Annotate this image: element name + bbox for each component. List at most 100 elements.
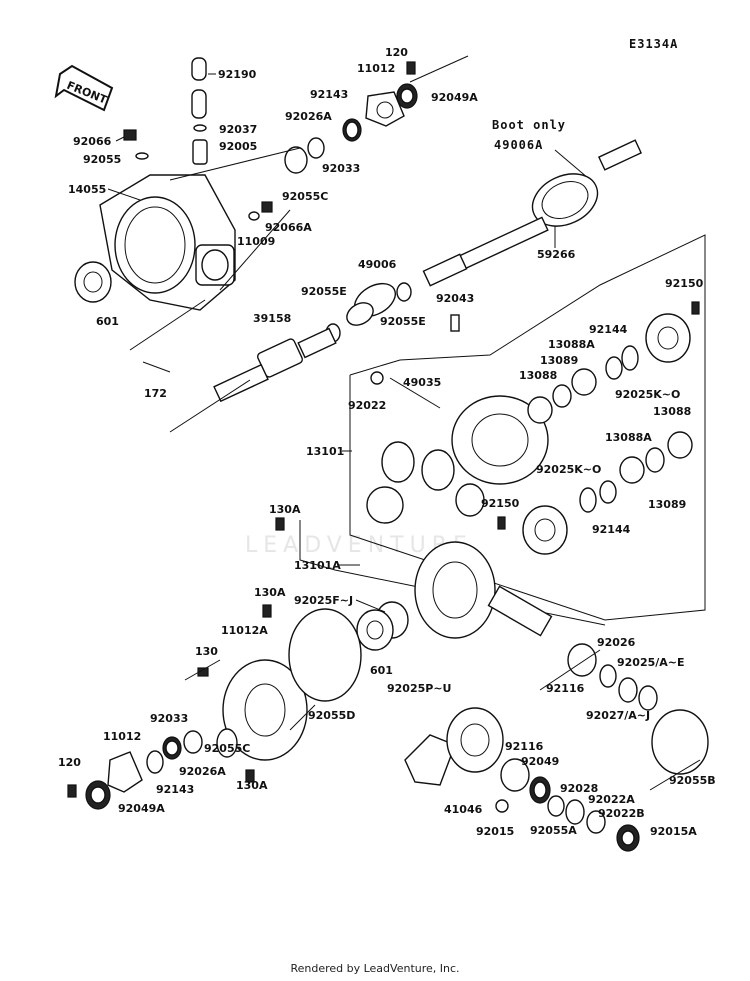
label-92144-1: 92144 [589, 323, 628, 336]
label-49035: 49035 [403, 376, 441, 389]
part-labels: 92190 92037 92005 92066 92055 14055 601 … [58, 46, 716, 838]
boot-note-line1: Boot only [492, 118, 566, 132]
label-92025F-J: 92025F~J [294, 594, 353, 607]
cv-joint-group [142, 282, 412, 433]
plug-92066-icon [123, 129, 137, 141]
plug-92066a-icon [261, 201, 273, 213]
label-130A-3: 130A [236, 779, 268, 792]
stud-172-icon [142, 361, 171, 373]
bearing-92116-icon [500, 758, 530, 792]
label-120: 120 [385, 46, 408, 59]
label-13089-2: 13089 [648, 498, 686, 511]
boot-note-line2: 49006A [494, 138, 543, 152]
shim-92025-icon [638, 685, 658, 711]
label-130A-1: 130A [269, 503, 301, 516]
label-92190: 92190 [218, 68, 257, 81]
bolt-120-icon [67, 784, 77, 798]
bolt-130a-icon [245, 769, 255, 783]
gear-icon [381, 441, 415, 483]
washer-13088-icon [667, 431, 693, 459]
label-92026: 92026 [597, 636, 636, 649]
label-49006: 49006 [358, 258, 397, 271]
label-92015A: 92015A [650, 825, 697, 838]
label-92049A-2: 92049A [118, 802, 165, 815]
label-92143-2: 92143 [156, 783, 194, 796]
washer-13088a-icon [571, 368, 597, 396]
ring-gear-group [299, 520, 606, 651]
label-130A-2: 130A [254, 586, 286, 599]
label-13101: 13101 [306, 445, 344, 458]
label-92066A: 92066A [265, 221, 312, 234]
label-92055: 92055 [83, 153, 121, 166]
shim-92026a-icon [307, 137, 325, 159]
washer-92144-icon [599, 480, 617, 504]
label-92055E-2: 92055E [380, 315, 426, 328]
shim-92025-icon [579, 487, 597, 513]
o-ring-92055c-icon [284, 146, 308, 174]
label-92055C-2: 92055C [204, 742, 250, 755]
label-11012: 11012 [357, 62, 395, 75]
label-39158: 39158 [253, 312, 291, 325]
diagram-code: E3134A [629, 37, 678, 51]
o-ring-92055c-icon [216, 728, 238, 758]
washer-13088-icon [527, 396, 553, 424]
label-92144-2: 92144 [592, 523, 631, 536]
collar-92028-icon [565, 799, 585, 825]
washer-13089-icon [552, 384, 572, 408]
front-arrow-icon: FRONT [54, 64, 114, 112]
pin-92190-icon [191, 57, 207, 81]
washer-92143-icon [146, 750, 164, 774]
label-92049: 92049 [521, 755, 559, 768]
housing-icon [446, 707, 504, 773]
o-ring-92037-icon [193, 124, 207, 132]
label-92055E-1: 92055E [301, 285, 347, 298]
label-92055A: 92055A [530, 824, 577, 837]
label-92025K-O-1: 92025K~O [615, 388, 680, 401]
label-13088-1: 13088 [519, 369, 557, 382]
drive-shaft-group [422, 139, 643, 287]
label-92025A-E: 92025/A~E [617, 656, 685, 669]
o-ring-92055b-icon [651, 709, 709, 775]
label-92066: 92066 [73, 135, 112, 148]
label-13088-2: 13088 [653, 405, 691, 418]
shim-92026-icon [599, 664, 617, 688]
gear-icon [455, 483, 485, 517]
label-92055C: 92055C [282, 190, 328, 203]
label-92026A-2: 92026A [179, 765, 226, 778]
bolt-120-icon [406, 61, 416, 75]
label-13088A-2: 13088A [605, 431, 652, 444]
label-92022: 92022 [348, 399, 386, 412]
flange-92150-icon [522, 505, 568, 555]
lower-cover-group [67, 517, 362, 810]
label-172: 172 [144, 387, 167, 400]
pin-92190-icon [191, 89, 207, 119]
washer-92022-icon [370, 371, 384, 385]
label-92150-2: 92150 [481, 497, 520, 510]
label-92037: 92037 [219, 123, 257, 136]
bolt-92150-icon [691, 301, 700, 315]
o-ring-92055e-icon [396, 282, 412, 302]
shim-92027-icon [618, 677, 638, 703]
label-92150-1: 92150 [665, 277, 704, 290]
bearing-601-icon [74, 261, 112, 303]
label-13089-1: 13089 [540, 354, 578, 367]
label-92026A: 92026A [285, 110, 332, 123]
footer-credit: Rendered by LeadVenture, Inc. [290, 962, 460, 975]
label-92015: 92015 [476, 825, 514, 838]
gear-icon [366, 486, 404, 524]
pinion-icon [487, 585, 553, 637]
label-92055B: 92055B [669, 774, 716, 787]
label-92028: 92028 [560, 782, 598, 795]
cover-11012-icon [365, 91, 405, 127]
shaft-49035-icon [389, 377, 441, 409]
ring-gear-13101a-icon [414, 541, 496, 639]
boot-49006a-icon [531, 173, 599, 227]
bolt-92150-icon [497, 516, 506, 530]
label-92049A: 92049A [431, 91, 478, 104]
o-ring-92055a-icon [547, 795, 565, 817]
label-13101A: 13101A [294, 559, 341, 572]
label-120-2: 120 [58, 756, 81, 769]
label-11012-2: 11012 [103, 730, 141, 743]
